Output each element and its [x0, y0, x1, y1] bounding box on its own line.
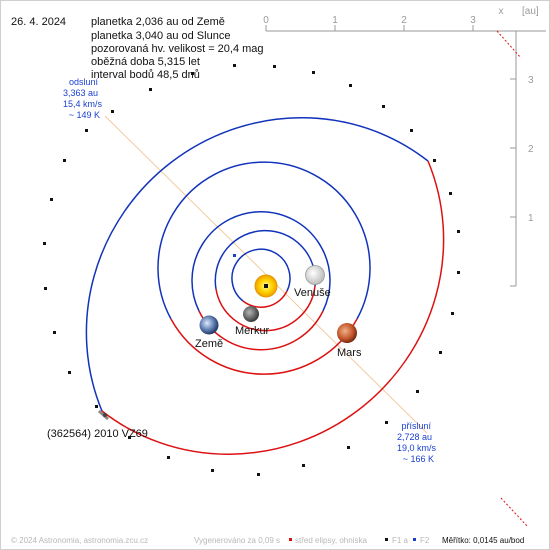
asteroid-label: (362564) 2010 VZ69 [47, 428, 148, 440]
x-tick-label: 1 [332, 15, 338, 26]
mercury-orbit-above [231, 248, 291, 302]
outer-trajectory-segment [500, 497, 528, 527]
x-axis-label: x [499, 6, 504, 17]
mars-planet [337, 323, 357, 343]
copyright-text: © 2024 Astronomia, astronomia.zcu.cz [11, 536, 148, 545]
asteroid-marker [98, 409, 109, 421]
perihelion-temperature: ~ 166 K [403, 454, 434, 464]
perihelion-speed: 19,0 km/s [397, 443, 437, 453]
legend-center-swatch [289, 538, 292, 541]
info-line: interval bodů 48,5 dnů [91, 69, 200, 81]
legend-center-text: střed elipsy, ohniska [295, 536, 367, 545]
mars-orbit-above [157, 161, 371, 320]
y-tick-label: 2 [528, 144, 534, 155]
aphelion-speed: 15,4 km/s [63, 99, 103, 109]
aphelion-temperature: ~ 149 K [69, 110, 100, 120]
aphelion-title: odsluní [69, 77, 99, 87]
info-line: planetka 2,036 au od Země [91, 16, 225, 28]
axis-unit-label: [au] [522, 6, 539, 17]
x-axis: 0 1 2 3 x [au] [263, 6, 546, 32]
venus-planet [305, 265, 325, 285]
earth-orbit-above [191, 211, 331, 312]
mercury-orbit-below [242, 290, 288, 308]
legend-f2-text: F2 [420, 536, 430, 545]
orbit-point-marker [233, 254, 236, 257]
asteroid-orbit-below [101, 160, 445, 455]
mars-label: Mars [337, 347, 362, 359]
info-line: oběžná doba 5,315 let [91, 56, 200, 68]
legend-f1-text: F1 a [392, 536, 409, 545]
venus-orbit-above [214, 229, 317, 290]
legend-f1-swatch [385, 538, 388, 541]
outer-trajectory-segment [496, 30, 522, 59]
info-line: planetka 3,040 au od Slunce [91, 30, 230, 42]
y-tick-label: 1 [528, 213, 534, 224]
legend-f2-swatch [413, 538, 416, 541]
x-tick-label: 3 [470, 15, 476, 26]
generated-time-text: Vygenerováno za 0,09 s [194, 536, 280, 545]
y-tick-label: 3 [528, 75, 534, 86]
aphelion-label: odsluní 3,363 au 15,4 km/s ~ 149 K [63, 77, 103, 120]
venus-orbit-below [215, 285, 316, 332]
perihelion-distance: 2,728 au [397, 432, 432, 442]
asteroid-orbit-above [85, 117, 429, 412]
earth-label: Země [195, 338, 223, 350]
info-block: planetka 2,036 au od Země planetka 3,040… [91, 16, 264, 81]
perihelion-title: přísluní [401, 421, 431, 431]
asteroid-orbit-points [43, 64, 460, 476]
venus-label: Venuše [294, 287, 331, 299]
footer: © 2024 Astronomia, astronomia.zcu.cz Vyg… [11, 536, 524, 545]
x-tick-label: 0 [263, 15, 269, 26]
x-tick-label: 2 [401, 15, 407, 26]
scale-text: Měřítko: 0,0145 au/bod [442, 536, 524, 545]
y-axis: 3 2 1 [510, 31, 534, 287]
earth-planet [199, 315, 219, 335]
mercury-planet [243, 306, 259, 322]
perihelion-label: přísluní 2,728 au 19,0 km/s ~ 166 K [397, 421, 437, 464]
info-line: pozorovaná hv. velikost = 20,4 mag [91, 43, 264, 55]
mars-orbit-below [170, 318, 358, 375]
aphelion-distance: 3,363 au [63, 88, 98, 98]
mercury-label: Merkur [235, 325, 270, 337]
date-label: 26. 4. 2024 [11, 16, 66, 28]
sun [254, 274, 278, 298]
